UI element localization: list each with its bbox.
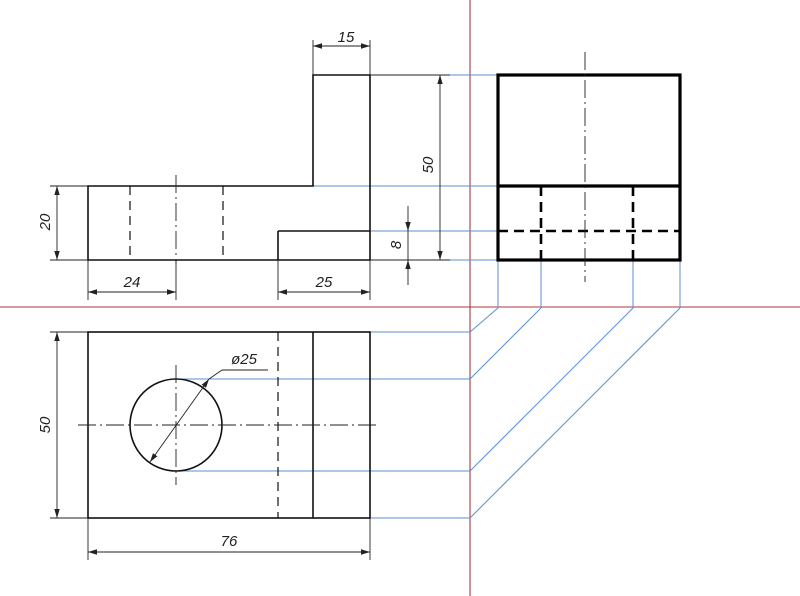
dim-step-width: 25 — [315, 274, 333, 291]
dim-hole-offset: 24 — [123, 274, 141, 291]
dim-hole-diameter: ø25 — [231, 351, 258, 368]
dim-step-height: 8 — [388, 240, 405, 249]
dim-total-length: 76 — [221, 533, 238, 550]
dim-base-height: 20 — [37, 213, 54, 231]
dim-top-width: 15 — [338, 29, 355, 46]
side-view-outline — [496, 73, 682, 262]
front-view — [87, 74, 371, 265]
dim-line-hole-diameter — [149, 378, 210, 463]
side-view — [496, 52, 682, 282]
top-view — [78, 331, 380, 519]
projection-lines — [176, 74, 681, 519]
dim-depth: 50 — [37, 416, 54, 433]
dimensions: 15 50 20 8 24 25 ø25 50 — [37, 29, 450, 560]
dim-total-height: 50 — [420, 156, 437, 173]
